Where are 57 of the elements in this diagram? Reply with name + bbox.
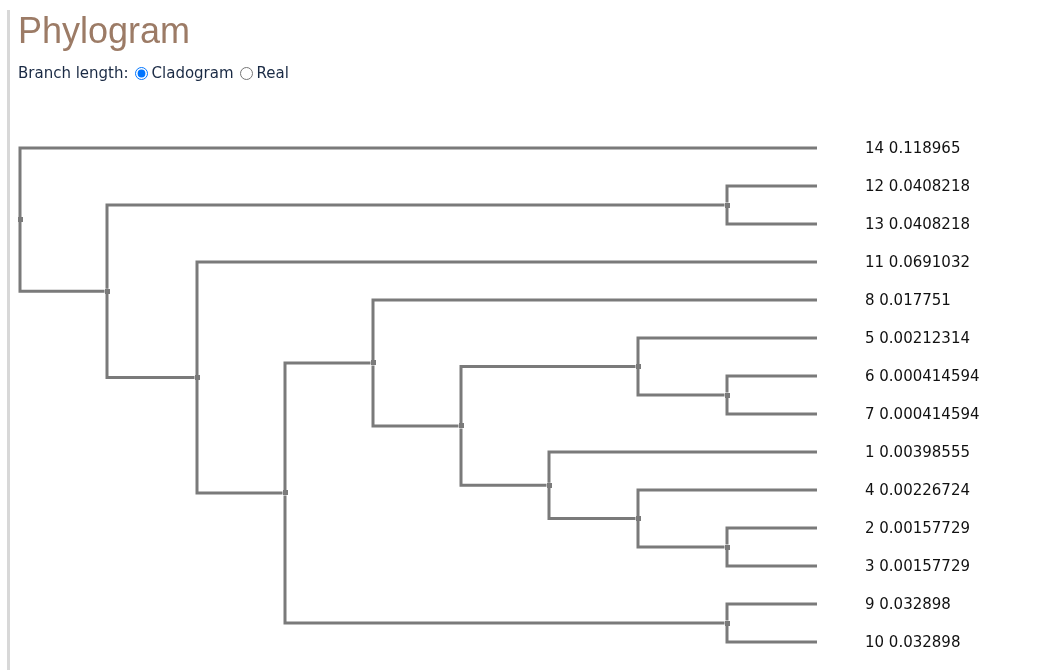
option-label: Real: [256, 64, 289, 82]
tree-branch: [195, 260, 817, 375]
leaf-label: 9 0.032898: [817, 594, 951, 614]
leaf-label: 4 0.00226724: [817, 480, 970, 500]
tree-branch: [725, 207, 817, 226]
leaf-label: 2 0.00157729: [817, 518, 970, 538]
leaf-label: 14 0.118965: [817, 138, 961, 158]
tree-branch: [283, 361, 371, 491]
leaf-label: 11 0.0691032: [817, 252, 970, 272]
tree-branch: [105, 203, 725, 289]
tree-branch: [459, 365, 636, 424]
leaf-label: 3 0.00157729: [817, 556, 970, 576]
tree-branch: [725, 625, 817, 644]
tree-branch: [547, 450, 817, 483]
tree-branch: [725, 397, 817, 416]
tree-branch: [18, 222, 105, 293]
branch-point: [724, 202, 730, 208]
tree-branch: [725, 526, 817, 545]
branch-point: [724, 392, 730, 398]
tree-branch: [725, 549, 817, 568]
tree-branch: [459, 428, 547, 487]
leaf-label: 13 0.0408218: [817, 214, 970, 234]
tree-branch: [283, 495, 725, 625]
tree-branch: [547, 487, 636, 520]
leaf-label: 5 0.00212314: [817, 328, 970, 348]
tree-branch: [636, 521, 725, 549]
branch-point: [635, 516, 641, 521]
control-label: Branch length:: [18, 64, 129, 82]
tree-branch: [371, 365, 459, 428]
leaf-label: 7 0.000414594: [817, 404, 980, 424]
tree-branch: [18, 146, 817, 218]
tree-branch: [105, 293, 195, 379]
tree-branch: [371, 298, 817, 361]
branch-point: [370, 360, 376, 366]
tree-branch: [725, 374, 817, 393]
tree-branch: [725, 602, 817, 621]
leaf-label: 6 0.000414594: [817, 366, 980, 386]
leaf-label: 12 0.0408218: [817, 176, 970, 196]
branch-point: [635, 364, 641, 369]
tree-branch: [636, 369, 725, 397]
leaf-label: 1 0.00398555: [817, 442, 970, 462]
tree-branch: [636, 488, 817, 516]
tree-branch: [725, 184, 817, 203]
branch-point: [17, 217, 23, 223]
branch-point: [458, 423, 464, 429]
leaf-label: 10 0.032898: [817, 632, 961, 652]
leaf-label: 8 0.017751: [817, 290, 951, 310]
tree-branch: [636, 336, 817, 364]
branch-point: [194, 375, 200, 380]
branch-point: [282, 490, 288, 496]
branch-point: [724, 544, 730, 550]
branch-point: [724, 620, 730, 626]
option-label: Cladogram: [151, 64, 234, 82]
branch-point: [546, 482, 552, 488]
title: Phylogram: [18, 10, 191, 52]
tree-branch: [195, 380, 283, 495]
branch-point: [104, 288, 110, 294]
